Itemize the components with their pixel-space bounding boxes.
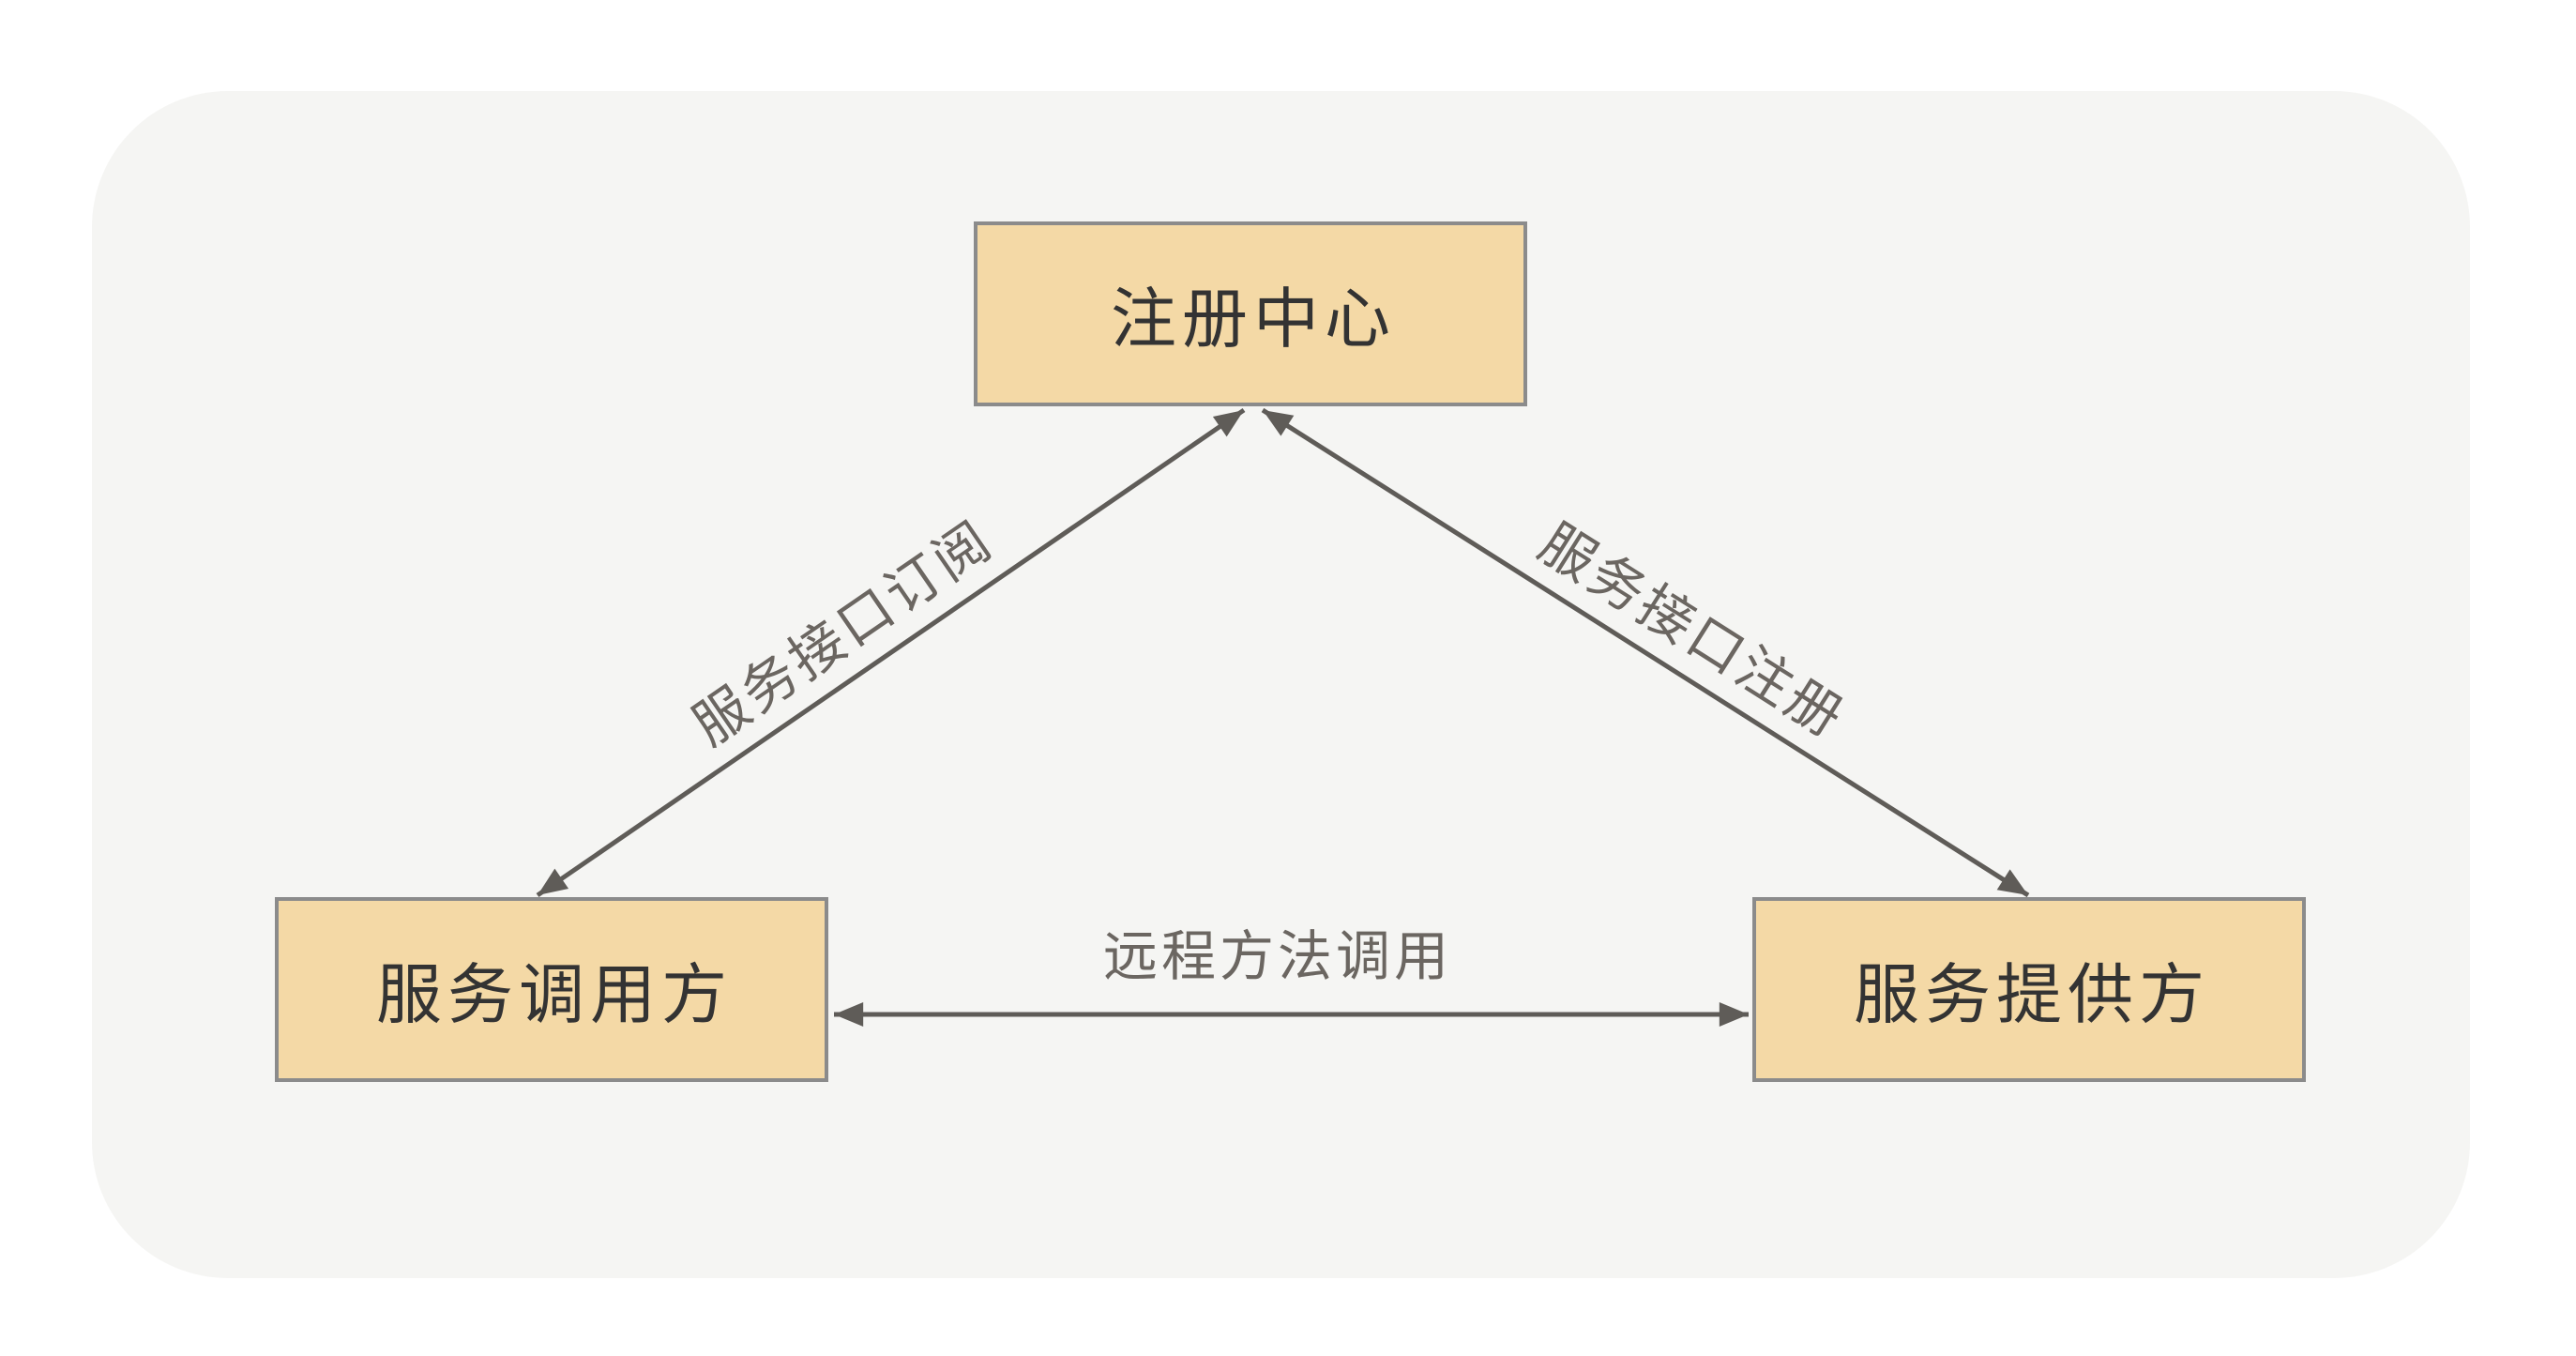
edge-subscribe-arrow	[536, 407, 1246, 898]
node-consumer: 服务调用方	[275, 897, 828, 1082]
edge-label-invoke: 远程方法调用	[1102, 926, 1453, 987]
edge-register-arrow	[1261, 407, 2030, 898]
node-provider: 服务提供方	[1752, 897, 2306, 1082]
node-registry: 注册中心	[974, 221, 1527, 406]
